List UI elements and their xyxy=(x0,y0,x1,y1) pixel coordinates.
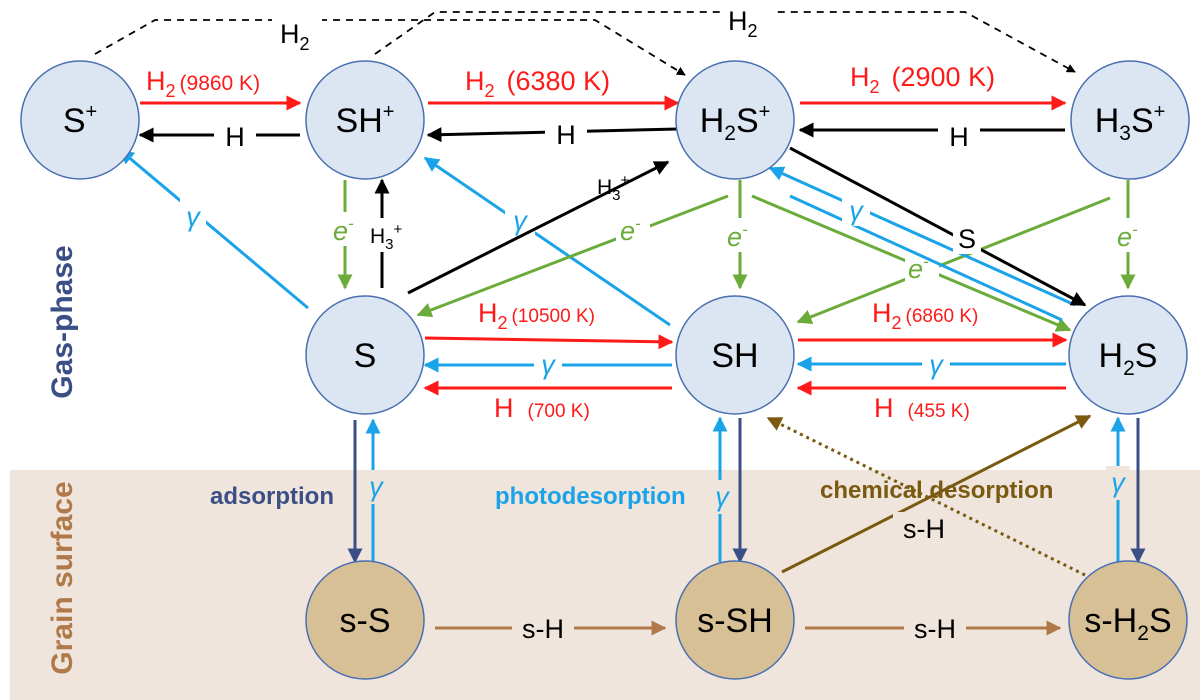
label-bg xyxy=(893,512,955,544)
node-s-plus-label: S+ xyxy=(63,101,97,140)
h-label-1: H xyxy=(225,122,245,152)
h2-10500k-label: H2(10500 K) xyxy=(478,298,595,333)
h2-6380k-label: H2(6380 K) xyxy=(465,66,610,101)
label-bg xyxy=(505,200,535,240)
node-s-sh xyxy=(675,560,795,680)
gamma-label-6: γ xyxy=(369,472,384,502)
gamma-label-8: γ xyxy=(1111,468,1126,498)
label-bg xyxy=(938,118,980,150)
arrow-h3s-plus-e-to-sh xyxy=(796,196,1111,324)
node-sh xyxy=(675,295,795,415)
node-s-s xyxy=(305,560,425,680)
label-bg xyxy=(905,248,939,284)
node-sh-label: SH xyxy=(711,337,758,375)
dashed-arrow-sh-plus-to-h3s-plus xyxy=(374,11,1076,73)
electron-label-3: e- xyxy=(727,220,748,252)
label-bg xyxy=(368,218,414,252)
h-455k-label: H(455 K) xyxy=(874,393,970,423)
label-bg xyxy=(722,5,772,39)
node-h2s-plus xyxy=(675,60,795,180)
h-label-3: H xyxy=(949,122,969,152)
label-bg xyxy=(710,480,734,514)
node-sh-plus xyxy=(305,60,425,180)
h2-6860k-label: H2(6860 K) xyxy=(872,298,978,333)
s-label-black: S xyxy=(958,224,976,254)
electron-label-5: e- xyxy=(1117,220,1138,252)
grain-surface-label: Grain surface xyxy=(46,481,79,674)
dashed-arrow-s-plus-to-h2s-plus xyxy=(94,19,686,76)
electron-label-1: e- xyxy=(333,214,354,246)
gamma-label-1: γ xyxy=(186,202,201,232)
cyan-parallel-line xyxy=(789,194,1063,322)
node-sh-plus-label: SH+ xyxy=(336,101,395,140)
gamma-label-4: γ xyxy=(541,350,556,380)
s-h-label-1: s-H xyxy=(522,614,564,644)
gamma-label-2: γ xyxy=(513,206,528,236)
label-bg xyxy=(545,118,587,150)
photodesorption-label: photodesorption xyxy=(495,483,686,510)
label-bg xyxy=(272,18,322,50)
gas-phase-label: Gas-phase xyxy=(46,245,79,398)
h3plus-label-2: H3+ xyxy=(370,221,403,253)
arrow-s-h2s-chemical-desorption-to-sh xyxy=(766,416,1086,577)
node-s-plus xyxy=(20,60,140,180)
label-bg xyxy=(364,470,388,504)
gamma-label-7: γ xyxy=(715,482,730,512)
label-bg xyxy=(953,222,981,254)
gamma-label-3: γ xyxy=(849,196,864,226)
label-bg xyxy=(616,212,650,246)
arrow-s-to-h2s-plus-h3plus xyxy=(407,160,670,295)
node-s xyxy=(305,295,425,415)
node-h2s-label: H2S xyxy=(1099,337,1158,380)
label-bg xyxy=(1114,218,1146,252)
label-bg xyxy=(214,121,256,151)
adsorption-label: adsorption xyxy=(210,483,334,510)
label-bg xyxy=(842,194,870,226)
label-bg xyxy=(724,218,756,252)
h2-9860k-label: H2(9860 K) xyxy=(146,66,260,101)
label-bg xyxy=(922,348,950,382)
node-h2s xyxy=(1068,295,1188,415)
h-700k-label: H(700 K) xyxy=(494,393,590,423)
h-label-2: H xyxy=(556,120,576,150)
s-h-label-chemical: s-H xyxy=(903,514,945,544)
label-bg xyxy=(332,212,360,246)
label-bg xyxy=(512,612,574,644)
h2-label-top-left: H2 xyxy=(280,19,310,54)
arrow-h2s-plus-e-to-s xyxy=(416,194,729,318)
s-h-label-2: s-H xyxy=(914,614,956,644)
h2-label-top-right: H2 xyxy=(728,6,758,41)
arrow-s-sh-chemical-desorption-to-h2s xyxy=(781,414,1092,574)
arrow-h2s-photo-to-h2s-plus xyxy=(768,166,1076,307)
label-bg xyxy=(1106,466,1130,500)
arrow-s-photo-to-s-plus xyxy=(118,148,309,310)
chemical-desorption-label: chemical desorption xyxy=(820,477,1053,504)
arrow-h2s-plus-to-h2s-s xyxy=(789,146,1087,307)
label-bg xyxy=(904,612,966,644)
h2-2900k-label: H2(2900 K) xyxy=(850,62,995,97)
label-bg xyxy=(534,348,562,382)
gamma-label-5: γ xyxy=(929,350,944,380)
node-s-sh-label: s-SH xyxy=(697,602,773,640)
electron-label-2: e- xyxy=(620,214,641,246)
node-s-label: S xyxy=(354,337,377,375)
node-h2s-plus-label: H2S+ xyxy=(700,101,771,145)
h3plus-label-1: H3+ xyxy=(597,172,630,204)
grain-surface-band xyxy=(10,470,1200,700)
node-s-h2s-label: s-H2S xyxy=(1084,602,1171,645)
label-bg xyxy=(180,198,206,234)
node-h3s-plus xyxy=(1070,60,1190,180)
arrow-sh-photo-to-sh-plus xyxy=(423,156,671,327)
node-h3s-plus-label: H3S+ xyxy=(1095,101,1166,145)
arrow-s-to-sh-h2 xyxy=(424,334,674,350)
node-s-s-label: s-S xyxy=(340,602,391,640)
node-s-h2s xyxy=(1068,560,1188,680)
electron-label-4: e- xyxy=(908,252,929,284)
